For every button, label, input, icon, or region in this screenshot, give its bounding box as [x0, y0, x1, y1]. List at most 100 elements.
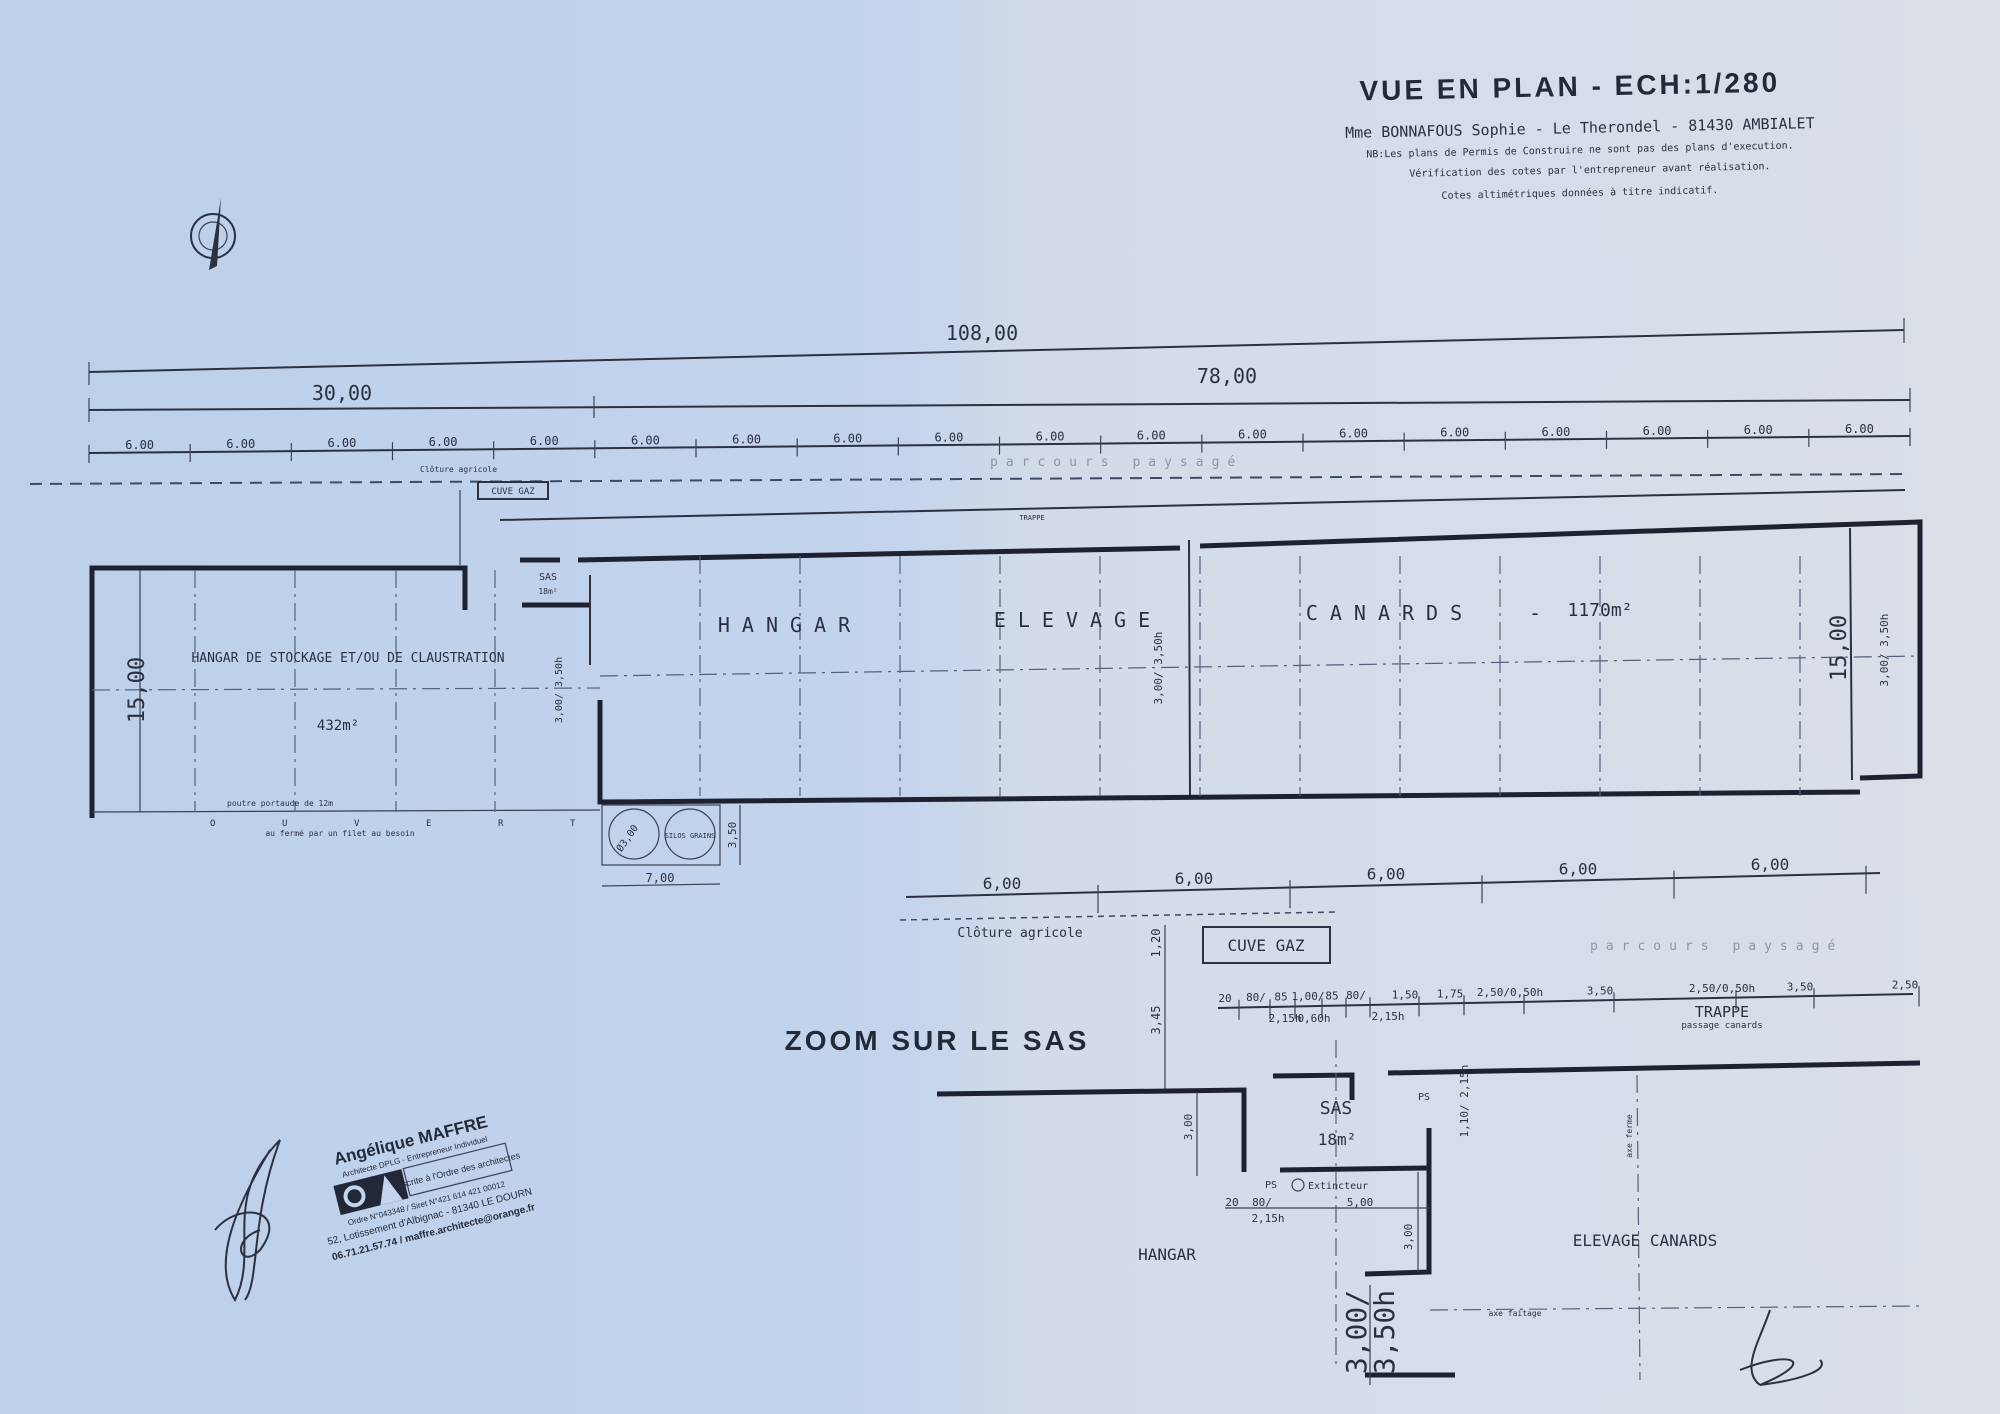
- dim-storage-depth: 15,00: [125, 657, 150, 723]
- extinguisher-icon: [1291, 1178, 1305, 1192]
- fence-label: Clôture agricole: [420, 464, 497, 474]
- bay-dim-label: 6.00: [1643, 424, 1672, 438]
- duck-hangar: HANGAR ELEVAGE CANARDS - 1170m² 15,00 3,…: [577, 519, 1923, 805]
- hangar-word: HANGAR: [718, 613, 862, 637]
- opening-dim-label: 2,50/0,50h: [1477, 986, 1543, 999]
- open-letter: V: [354, 819, 360, 829]
- architect-stamp: Angélique MAFFRE Architecte DPLG - Entre…: [326, 1112, 536, 1263]
- bay-dim-label: 6.00: [1238, 428, 1267, 442]
- note-line: Vérification des cotes par l'entrepreneu…: [1409, 160, 1770, 180]
- zoom-trap-note: passage canards: [1681, 1021, 1762, 1031]
- opening-dim-label: 80/: [1246, 991, 1266, 1004]
- zoom-trap: TRAPPE: [1695, 1003, 1749, 1021]
- zoom-fence-label: Clôture agricole: [957, 926, 1082, 941]
- wall-left-dim: 3,00: [1182, 1114, 1195, 1141]
- sas-small: SAS 18m² 3,00/ 3,50h: [520, 557, 591, 723]
- bay-dim-label: 6.00: [732, 432, 761, 446]
- bay-dim-label: 6.00: [125, 438, 154, 452]
- opening-dim-label: 1,50: [1392, 988, 1419, 1001]
- open-letter: E: [426, 819, 431, 829]
- north-arrow-icon: [190, 198, 236, 270]
- end-door-dim: 3,00/ 3,50h: [1878, 614, 1891, 687]
- offset-dim-1: 1,20: [1149, 929, 1163, 958]
- path-label: parcours paysagé: [990, 455, 1243, 470]
- mid-door-dim: 3,00/ 3,50h: [1152, 632, 1165, 705]
- bay-dim-label: 6.00: [327, 436, 356, 450]
- dim-right-length: 78,00: [1197, 364, 1257, 388]
- storage-hangar: 15,00 HANGAR DE STOCKAGE ET/OU DE CLAUST…: [89, 565, 601, 838]
- zoom-gas-tank: CUVE GAZ: [1227, 936, 1304, 955]
- bay-dim-label: 6.00: [631, 433, 660, 447]
- ps-label: PS: [1265, 1180, 1277, 1191]
- side-door-dim: 1,10/ 2,15h: [1458, 1065, 1471, 1138]
- storage-hangar-name: HANGAR DE STOCKAGE ET/OU DE CLAUSTRATION: [191, 651, 504, 666]
- bay-dim-label: 6.00: [1845, 422, 1874, 436]
- silo-width: 7,00: [646, 871, 675, 885]
- opening-height: 2,15h: [1268, 1012, 1301, 1025]
- trap-label: TRAPPE: [1019, 514, 1044, 522]
- elevage-word: ELEVAGE: [994, 608, 1162, 632]
- big-door-dim: 3,50h: [1368, 1290, 1401, 1374]
- oa-logo-icon: [333, 1169, 409, 1216]
- open-letter: T: [570, 819, 576, 829]
- opening-dim-label: 1,00/: [1291, 990, 1324, 1003]
- bay-dim-label: 6.00: [934, 430, 963, 444]
- zoom-sas-label: SAS: [1320, 1098, 1353, 1119]
- wall-right-dim: 3,00: [1402, 1224, 1415, 1251]
- opening-dim-label: 2,50: [1892, 978, 1919, 991]
- silo-label: SILOS GRAINS: [665, 832, 716, 840]
- bay-dim-label: 6.00: [1440, 426, 1469, 440]
- bottom-height: 2,15h: [1251, 1212, 1284, 1225]
- bottom-dim: 80/: [1252, 1196, 1272, 1209]
- opening-dim-label: 3,50: [1787, 980, 1814, 993]
- sas-label: SAS: [539, 572, 557, 583]
- opening-dim-label: 20: [1218, 992, 1231, 1005]
- bay-dim-label: 6.00: [1339, 427, 1368, 441]
- zoom-bay-dim-label: 6,00: [1175, 869, 1214, 888]
- open-letter: U: [282, 819, 287, 829]
- zoom-title: ZOOM SUR LE SAS: [785, 1025, 1090, 1056]
- gas-tank-label: CUVE GAZ: [491, 487, 535, 497]
- bay-dim-label: 6.00: [833, 431, 862, 445]
- overall-dimensions: 108,00 30,00 78,00 6.00 6.00 6.00 6.00 6.00 6…: [29, 318, 1911, 565]
- opening-height: 0,60h: [1297, 1012, 1330, 1025]
- zoom-bay-dim-label: 6,00: [983, 874, 1022, 893]
- beam-label: poutre portaude de 12m: [227, 799, 333, 808]
- axe-faitage-label: axe faitage: [1489, 1309, 1542, 1318]
- zoom-hangar-label: HANGAR: [1138, 1245, 1196, 1264]
- opening-dim-label: 3,50: [1587, 984, 1614, 997]
- zoom-bay-dim-label: 6,00: [1367, 864, 1406, 883]
- dim-left-length: 30,00: [312, 381, 372, 405]
- note-line: Cotes altimétriques données à titre indi…: [1441, 184, 1718, 202]
- bay-dim-label: 6.00: [429, 435, 458, 449]
- opening-dim-label: 2,50/0,50h: [1689, 982, 1755, 995]
- bay-dim-label: 6.00: [530, 434, 559, 448]
- opening-dim-label: 85: [1325, 990, 1338, 1003]
- ridge-axis: [599, 655, 1921, 677]
- opening-dim-label: 1,75: [1437, 987, 1464, 1000]
- ps-label: PS: [1418, 1092, 1430, 1103]
- zoom-bay-dim-label: 6,00: [1751, 855, 1790, 874]
- plan-title: VUE EN PLAN - ECH:1/280: [1359, 67, 1780, 107]
- opening-dim-label: 80/: [1346, 989, 1366, 1002]
- bottom-dim: 20: [1225, 1196, 1238, 1209]
- signature-left: [214, 1139, 281, 1303]
- note-line: NB:Les plans de Permis de Construire ne …: [1366, 141, 1794, 161]
- signature-right: [1739, 1309, 1823, 1386]
- bay-dim-label: 6.00: [1137, 429, 1166, 443]
- opening-height: 2,15h: [1371, 1010, 1404, 1023]
- sas-door-dim: 3,00/ 3,50h: [554, 657, 565, 723]
- offset-dim-2: 3,45: [1149, 1006, 1163, 1035]
- silos: Ø3,00 SILOS GRAINS 7,00 3,50: [601, 804, 741, 887]
- title-block: VUE EN PLAN - ECH:1/280 Mme BONNAFOUS So…: [1345, 67, 1815, 202]
- extinguisher-label: Extincteur: [1308, 1181, 1368, 1192]
- zoom-elevage-label: ELEVAGE CANARDS: [1573, 1231, 1718, 1250]
- storage-hangar-area: 432m²: [317, 718, 359, 734]
- sas-area: 18m²: [538, 587, 557, 596]
- dim-total-length: 108,00: [946, 321, 1018, 345]
- client-address: Mme BONNAFOUS Sophie - Le Therondel - 81…: [1345, 114, 1815, 142]
- silo-diameter: Ø3,00: [614, 823, 641, 855]
